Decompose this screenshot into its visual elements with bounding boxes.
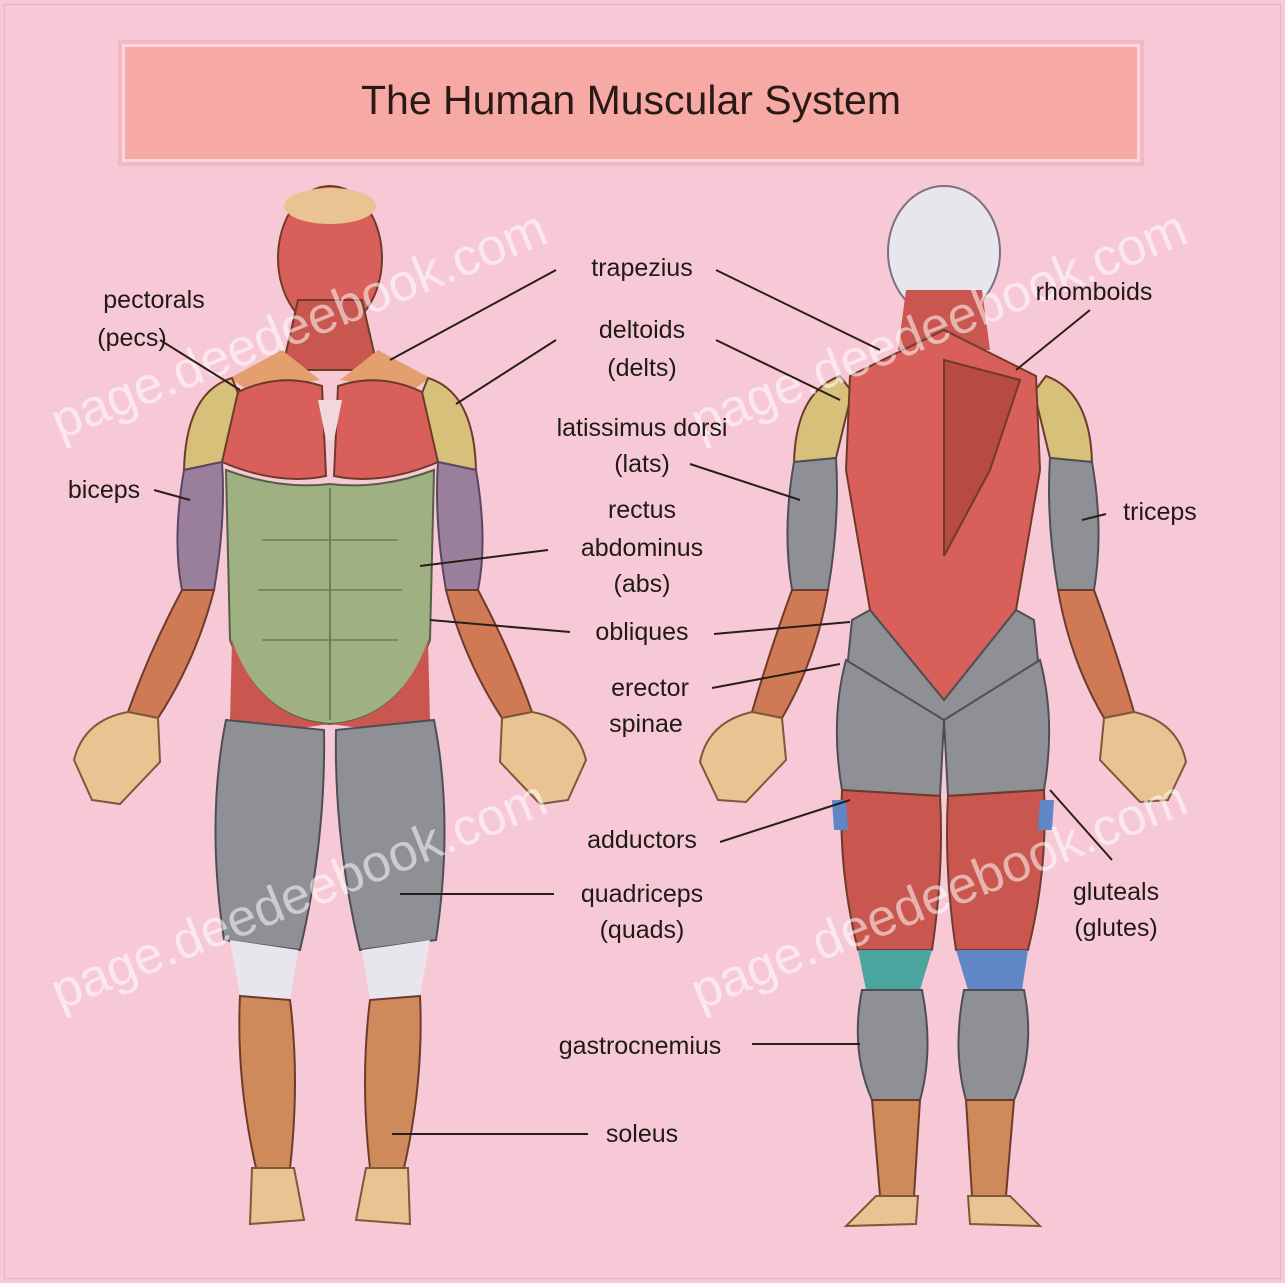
label-adductors: adductors: [587, 826, 697, 854]
front-forearm-left: [128, 590, 214, 718]
label-pectorals-line2: (pecs): [97, 324, 166, 352]
label-soleus: soleus: [606, 1120, 678, 1148]
back-foot-left: [846, 1196, 918, 1226]
front-pectoral-right: [334, 380, 438, 479]
back-triceps-left: [787, 458, 837, 590]
back-triceps-right: [1049, 458, 1099, 590]
label-erector-line1: erector: [611, 674, 689, 702]
label-quadriceps-line1: quadriceps: [581, 880, 703, 908]
front-biceps-right: [437, 462, 483, 590]
back-deltoid-right: [1034, 376, 1092, 462]
label-biceps: biceps: [68, 476, 140, 504]
back-ankle-left: [872, 1100, 920, 1196]
back-hand-left: [700, 712, 786, 802]
label-rectus-line1: rectus: [608, 496, 676, 524]
label-deltoids-line2: (delts): [607, 354, 676, 382]
back-forearm-left: [752, 590, 828, 718]
label-gluteals-line2: (glutes): [1074, 914, 1157, 942]
front-foot-right: [356, 1168, 410, 1224]
back-calf-band-left: [858, 950, 932, 990]
front-shin-right: [365, 996, 421, 1168]
back-ankle-right: [966, 1100, 1014, 1196]
back-calf-band-right: [956, 950, 1028, 990]
front-biceps-left: [177, 462, 223, 590]
label-rectus-line2: abdominus: [581, 534, 703, 562]
label-deltoids-line1: deltoids: [599, 316, 685, 344]
label-trapezius: trapezius: [591, 254, 692, 282]
label-rhomboids: rhomboids: [1036, 278, 1153, 306]
front-forearm-right: [446, 590, 532, 718]
back-gastrocnemius-right: [958, 990, 1028, 1100]
back-forearm-right: [1058, 590, 1134, 718]
front-pectoral-left: [222, 380, 326, 479]
front-scalp: [284, 188, 376, 224]
label-quadriceps-line2: (quads): [600, 916, 685, 944]
label-erector-line2: spinae: [609, 710, 683, 738]
label-gluteals-line1: gluteals: [1073, 878, 1159, 906]
label-rectus-line3: (abs): [614, 570, 671, 598]
label-obliques: obliques: [595, 618, 688, 646]
label-gastrocnemius: gastrocnemius: [559, 1032, 722, 1060]
label-latissimus-line1: latissimus dorsi: [557, 414, 728, 442]
front-foot-left: [250, 1168, 304, 1224]
front-shin-left: [239, 996, 295, 1168]
label-triceps: triceps: [1123, 498, 1197, 526]
label-pectorals-line1: pectorals: [103, 286, 204, 314]
front-knee-right: [362, 940, 430, 1000]
back-foot-right: [968, 1196, 1040, 1226]
front-hand-left: [74, 712, 160, 804]
back-gastrocnemius-left: [858, 990, 928, 1100]
label-latissimus-line2: (lats): [614, 450, 670, 478]
